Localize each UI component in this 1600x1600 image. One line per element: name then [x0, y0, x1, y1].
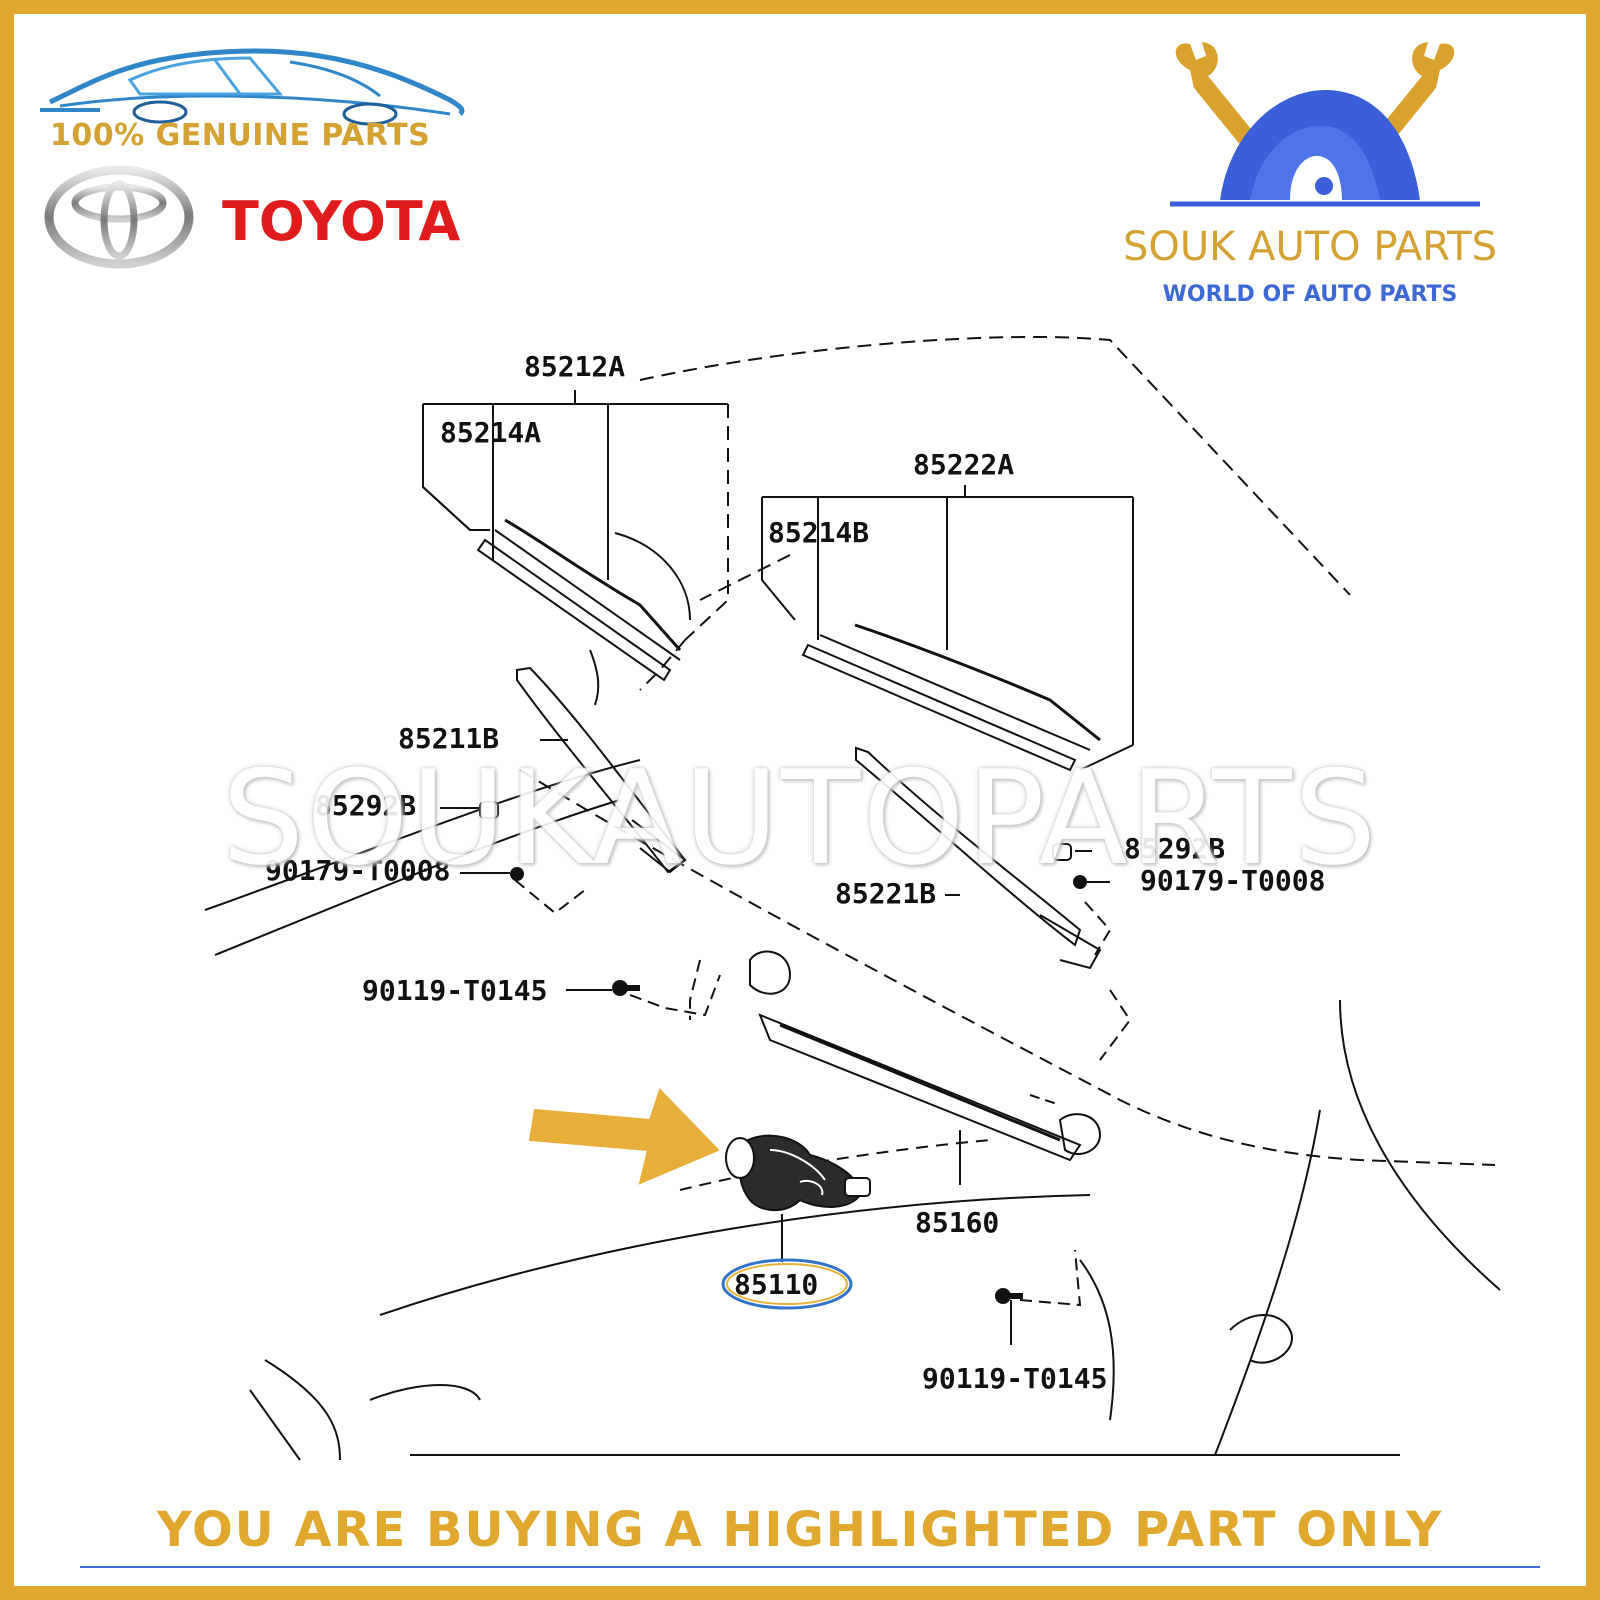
part-label-90119-bottom: 90119-T0145: [922, 1362, 1107, 1395]
shop-logo-icon: [1170, 42, 1480, 207]
part-label-85221b: 85221B: [835, 877, 936, 910]
part-label-90179-left: 90179-T0008: [265, 854, 450, 887]
genuine-parts-label: 100% GENUINE PARTS: [50, 118, 431, 153]
part-label-85292b-left: 85292B: [315, 789, 416, 822]
wiper-motor-85110: [725, 1134, 871, 1212]
footer-note: YOU ARE BUYING A HIGHLIGHTED PART ONLY: [156, 1502, 1444, 1558]
car-logo: [40, 48, 465, 126]
footer-divider: [80, 1566, 1540, 1568]
highlight-ring: [721, 1258, 853, 1310]
part-label-85110: 85110: [734, 1268, 818, 1301]
toyota-emblem-icon: [44, 165, 194, 269]
part-label-85211b: 85211B: [398, 722, 499, 755]
part-label-85222a: 85222A: [913, 448, 1014, 481]
part-label-85160: 85160: [915, 1206, 999, 1239]
windshield-outline: [639, 335, 1351, 596]
part-label-85212a: 85212A: [524, 350, 625, 383]
part-label-90119-top: 90119-T0145: [362, 974, 547, 1007]
watermark: SOUKAUTOPARTS: [221, 742, 1379, 894]
highlight-arrow-icon: [528, 1088, 720, 1185]
part-label-85214a: 85214A: [440, 416, 541, 449]
shop-name: SOUK AUTO PARTS: [1122, 224, 1497, 270]
toyota-wordmark: TOYOTA: [222, 190, 461, 253]
part-label-85292b-right: 85292B: [1124, 832, 1225, 865]
part-label-85214b: 85214B: [768, 516, 869, 549]
cowl-outline: [519, 769, 1496, 1166]
part-label-90179-right: 90179-T0008: [1140, 864, 1325, 897]
shop-tagline: WORLD OF AUTO PARTS: [1162, 282, 1458, 307]
